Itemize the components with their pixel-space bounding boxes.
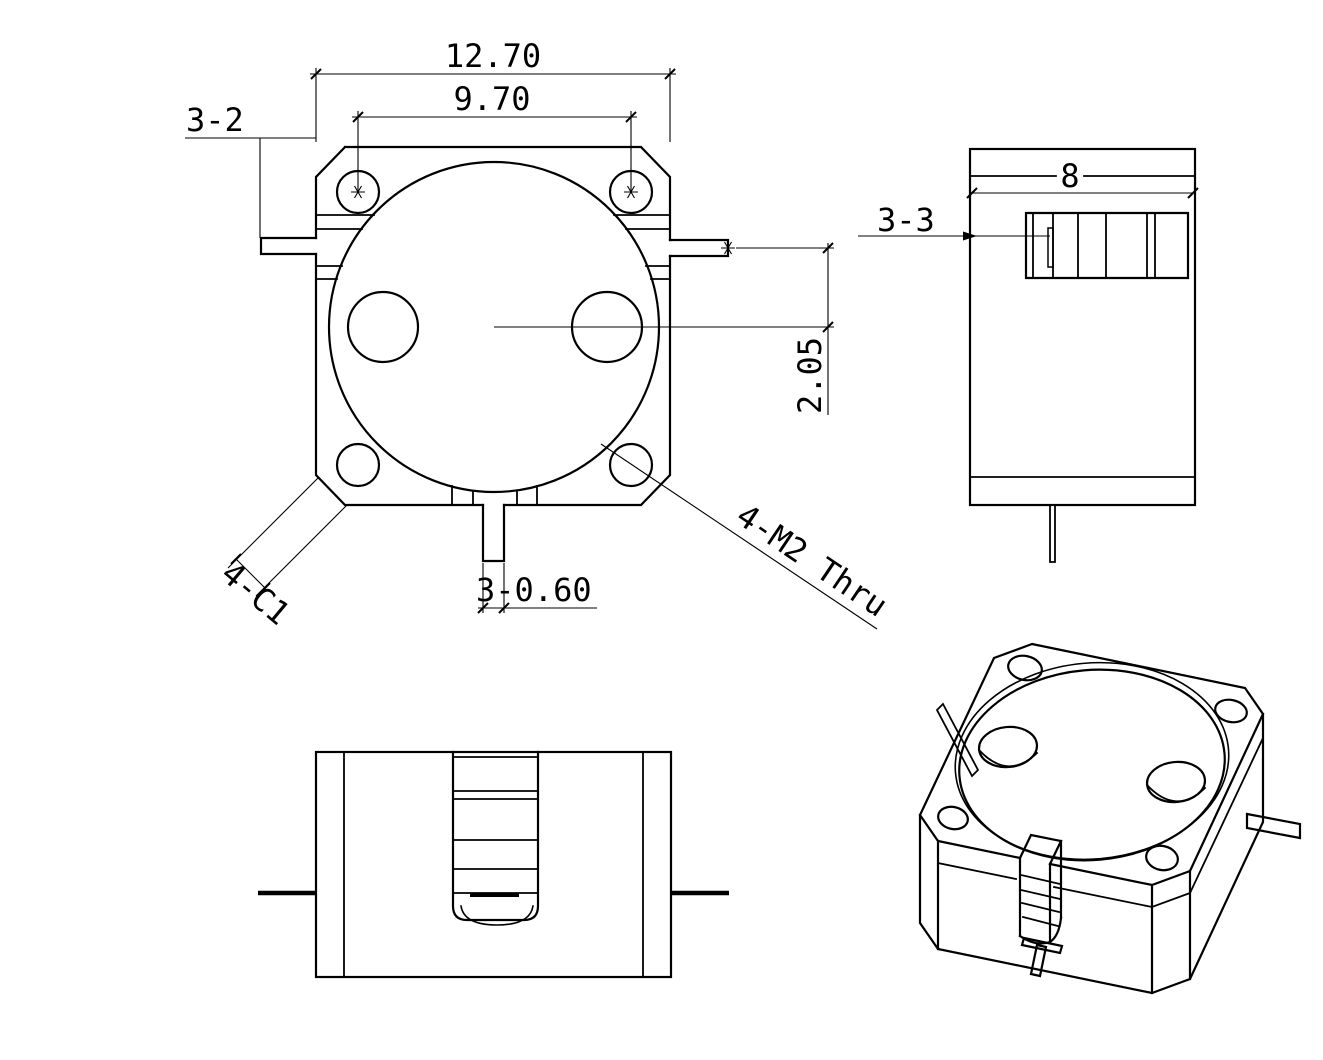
iso-left-wall [935,702,980,778]
note-chamfer-text: 4-C1 [214,554,297,633]
note-connector-text: 3-3 [877,201,935,239]
iso-cover-rim [954,661,1230,861]
note-mounting-holes-text: 4-M2 Thru [730,496,895,624]
note-connector: 3-3 [858,201,1050,241]
body-outline [314,145,672,507]
front-slot-ribs [452,756,539,894]
dim-package-height: 8 [966,157,1199,199]
iso-hole-right [1214,698,1248,724]
note-chamfer: 4-C1 [214,476,348,633]
dim-overall-width-text: 12.70 [445,37,541,75]
front-side-edges [343,751,644,978]
dim-bottom-lead-width-text: 3-0.60 [476,571,592,609]
front-view [258,750,729,979]
right-step-lines [613,214,671,280]
dim-bottom-lead-width: 3-0.60 [476,563,597,614]
top-view: 12.70 9.70 3-2 2.05 3-0.60 4-C1 [185,37,895,633]
connector-block [1024,211,1190,280]
dim-package-height-text: 8 [1060,157,1079,195]
note-side-lead: 3-2 [185,101,316,238]
iso-right-lead [1245,812,1302,840]
side-view: 8 3-3 [858,147,1199,563]
iso-pin [1020,936,1064,978]
iso-cover-hole-left-depth [977,748,1039,768]
note-mounting-holes: 4-M2 Thru [600,443,895,630]
dim-hole-spacing-text: 9.70 [453,80,530,118]
iso-corner-edges [936,839,1192,995]
dim-lead-offset: 2.05 [791,242,834,415]
left-lead-tab [259,236,318,256]
connector-lead-tab [1047,227,1054,268]
iso-silhouette [918,642,1265,995]
iso-cover-hole-right-depth [1145,783,1207,803]
iso-hole-back [1007,654,1043,682]
iso-hole-left [937,805,969,831]
bottom-lead-tab [481,503,506,563]
isometric-view [918,642,1302,995]
iso-cover-hole-left [977,725,1039,769]
note-side-lead-text: 3-2 [186,101,244,139]
mounting-hole-bl [335,442,381,488]
iso-hole-front [1145,844,1179,872]
iso-cover [958,668,1226,862]
dim-overall-width: 12.70 [310,37,676,142]
iso-flange-lip [936,736,1265,908]
side-pin [1049,504,1056,563]
cover-hole-left [346,290,420,364]
front-body-outline [314,750,673,979]
bottom-step-lines [451,485,538,506]
dim-lead-offset-text: 2.05 [791,337,829,414]
mounting-hole-br [608,442,654,488]
horizontal-centerline [494,247,834,328]
left-step-lines [315,214,375,280]
front-slot [451,750,540,922]
front-slot-inner-bottom [460,905,534,926]
side-body-outline [968,147,1197,507]
right-lead-tab [668,238,730,258]
iso-cover-hole-right [1145,760,1207,804]
dim-hole-spacing: 9.70 [352,80,637,192]
